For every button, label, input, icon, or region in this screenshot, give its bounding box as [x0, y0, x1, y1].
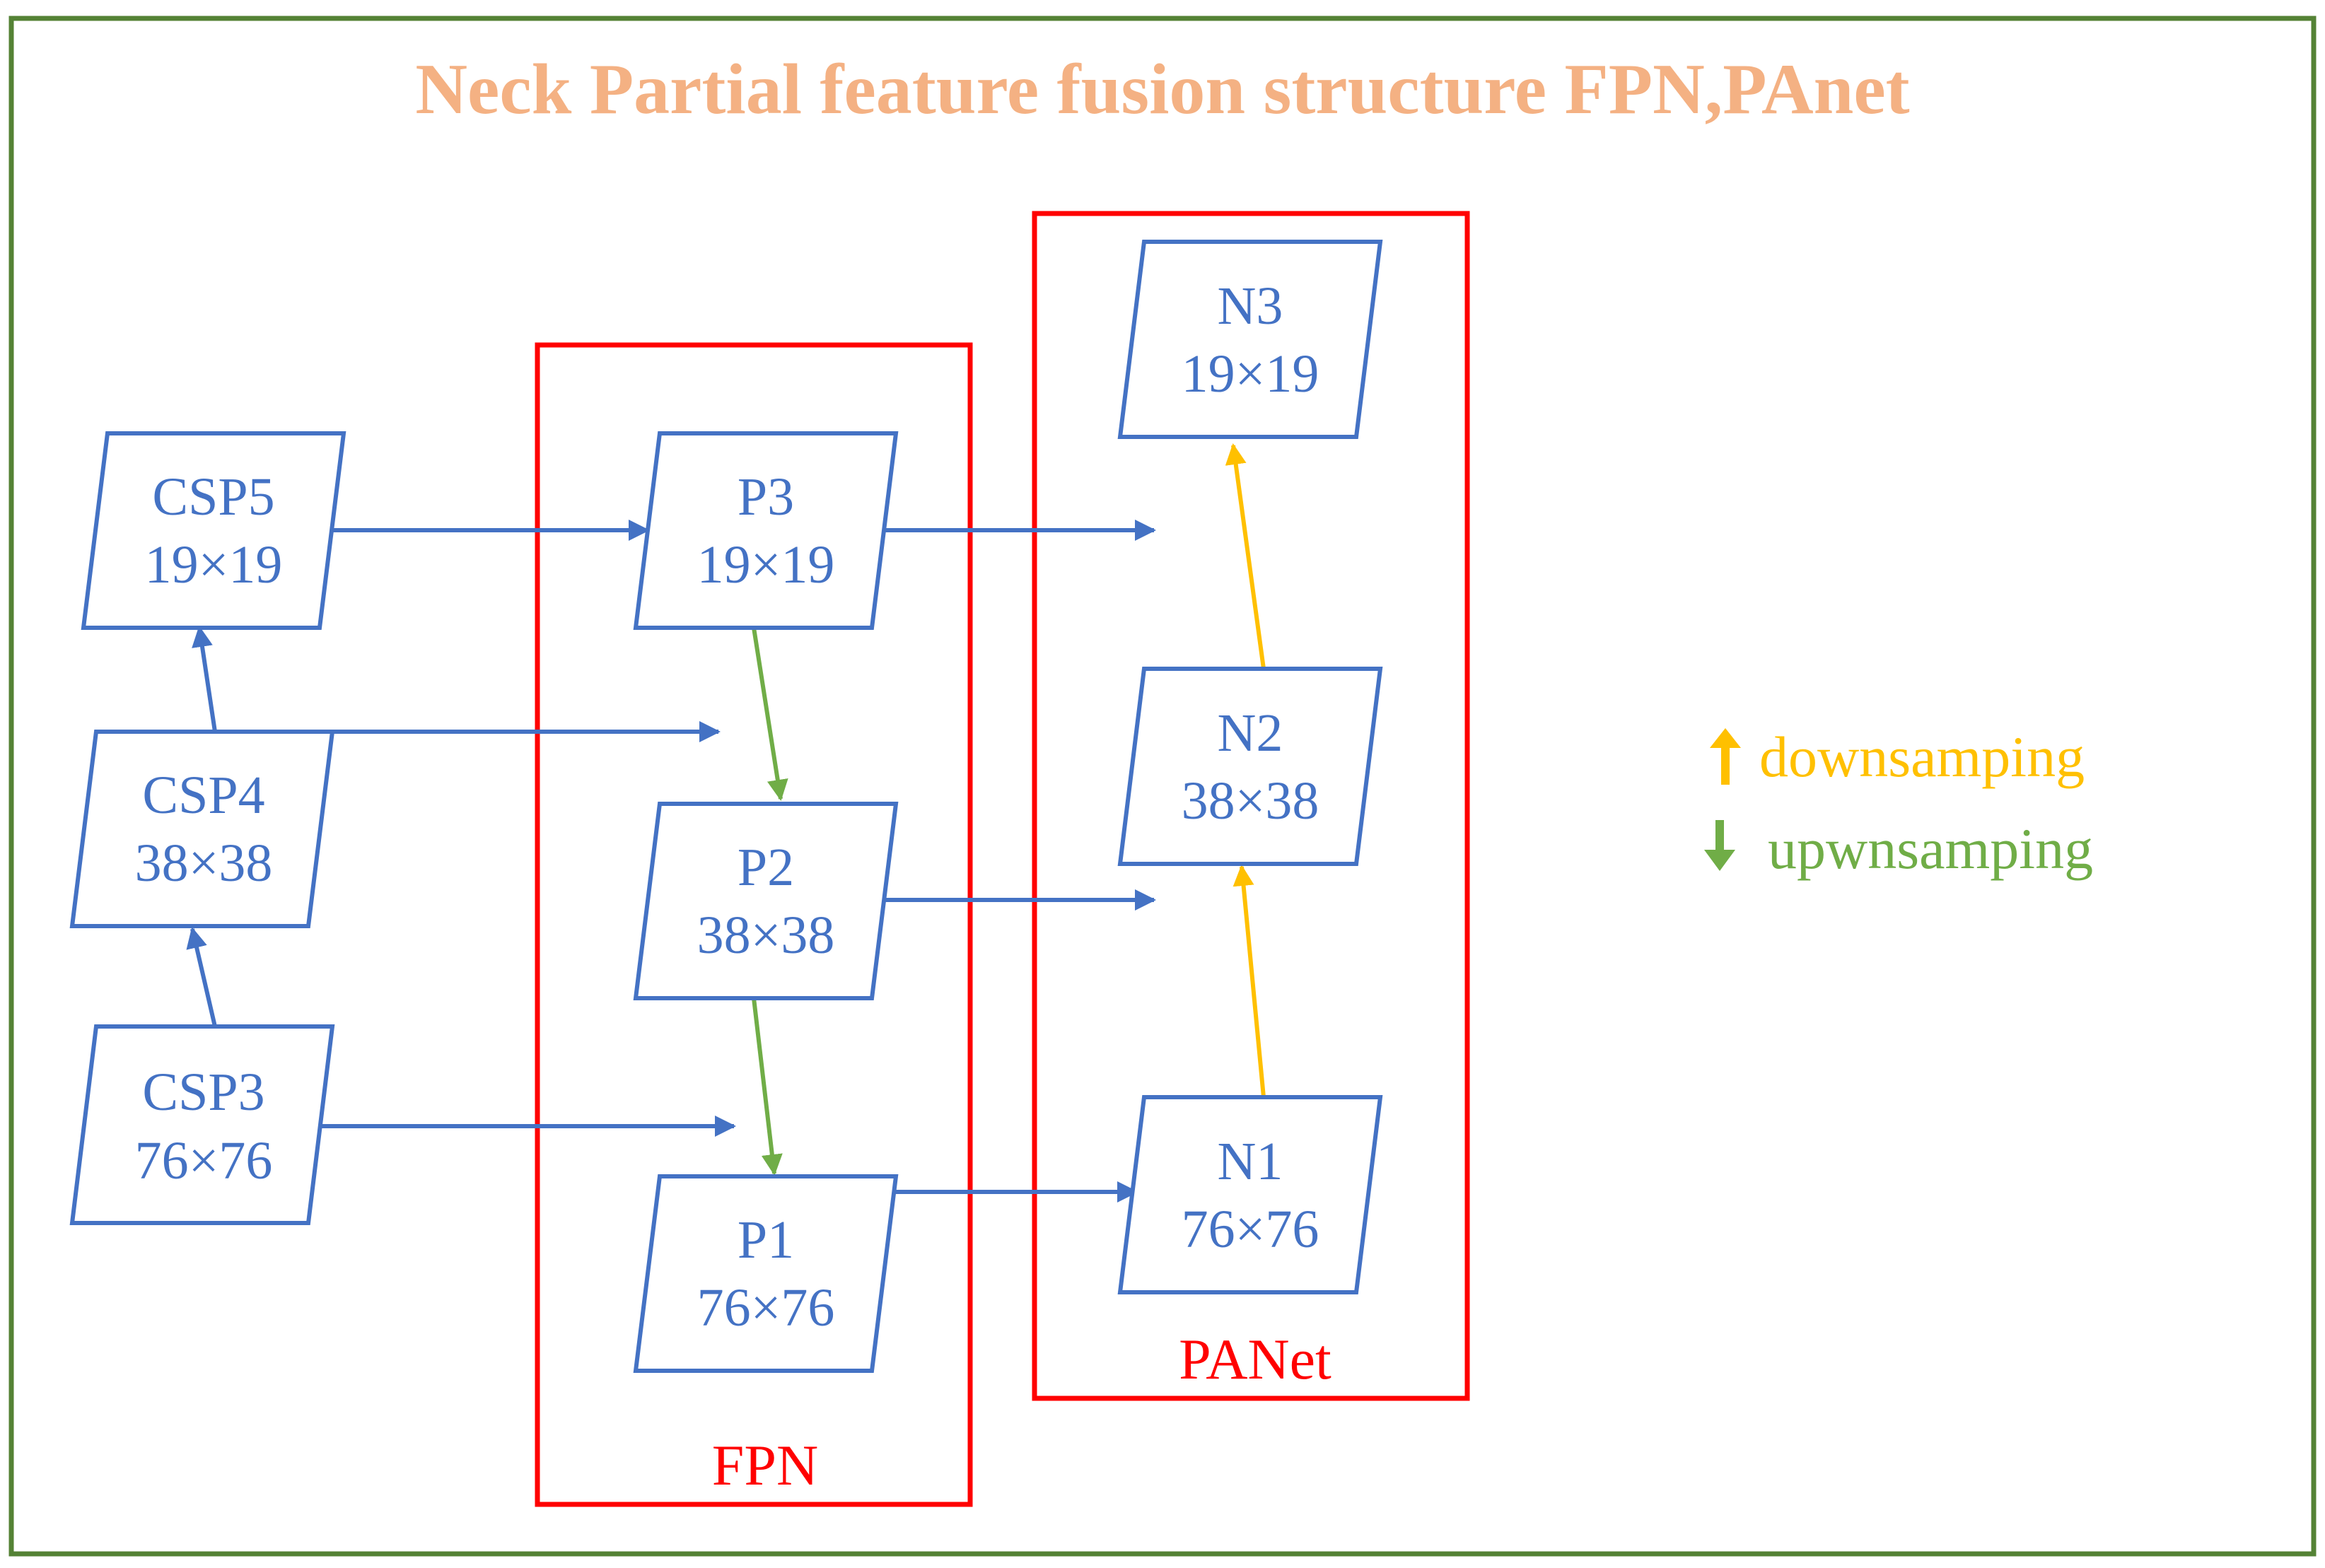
legend-downsampling: downsamping	[1710, 725, 2085, 789]
node-csp5-size: 19×19	[145, 535, 283, 595]
node-p1-name: P1	[738, 1210, 794, 1270]
node-n1: N1 76×76	[1117, 1095, 1383, 1294]
node-csp3: CSP3 76×76	[69, 1024, 335, 1225]
node-p1-size: 76×76	[697, 1278, 835, 1338]
diagram-title: Neck Partial feature fusion structure FP…	[415, 49, 1909, 129]
legend: downsamping upwnsamping	[1704, 725, 2093, 881]
legend-upsampling-label: upwnsamping	[1768, 817, 2093, 881]
node-csp4: CSP4 38×38	[69, 730, 335, 928]
node-p3-name: P3	[738, 467, 794, 527]
node-n3: N3 19×19	[1117, 240, 1383, 439]
up-arrow-icon	[1710, 728, 1741, 785]
node-n2: N2 38×38	[1117, 667, 1383, 866]
arrow-csp4-to-csp5	[192, 626, 217, 732]
node-p2-name: P2	[738, 838, 794, 897]
node-csp3-size: 76×76	[135, 1131, 273, 1190]
node-n3-name: N3	[1218, 276, 1283, 336]
node-n2-name: N2	[1218, 703, 1283, 763]
node-p2: P2 38×38	[633, 802, 899, 1000]
outer-frame	[8, 16, 2317, 1557]
fpn-group-label: FPN	[712, 1433, 818, 1497]
arrow-n2-to-n3	[1225, 443, 1266, 669]
node-p3-size: 19×19	[697, 535, 835, 595]
arrow-csp3-to-csp4	[186, 927, 217, 1027]
node-csp5-name: CSP5	[152, 467, 274, 527]
node-p3: P3 19×19	[633, 431, 899, 630]
panet-group-box	[1032, 211, 1470, 1401]
arrow-p2-to-p1	[752, 997, 783, 1176]
node-n2-size: 38×38	[1182, 771, 1319, 831]
node-csp5: CSP5 19×19	[81, 431, 346, 630]
downsampling-arrows	[1225, 443, 1266, 1098]
upsampling-arrows	[752, 627, 788, 1176]
legend-upsampling: upwnsamping	[1704, 817, 2093, 881]
node-csp4-size: 38×38	[135, 833, 273, 893]
arrow-n1-to-n2	[1233, 865, 1266, 1098]
node-p1: P1 76×76	[633, 1174, 899, 1373]
node-p2-size: 38×38	[697, 906, 835, 965]
panet-group-label: PANet	[1179, 1327, 1332, 1391]
legend-downsampling-label: downsamping	[1759, 725, 2085, 789]
node-csp3-name: CSP3	[142, 1063, 264, 1122]
node-csp4-name: CSP4	[142, 766, 264, 825]
down-arrow-icon	[1704, 820, 1735, 871]
node-n3-size: 19×19	[1182, 344, 1319, 404]
node-n1-size: 76×76	[1182, 1200, 1319, 1259]
fpn-group-box	[535, 342, 973, 1507]
arrow-p3-to-p2	[752, 627, 788, 801]
node-n1-name: N1	[1218, 1132, 1283, 1191]
